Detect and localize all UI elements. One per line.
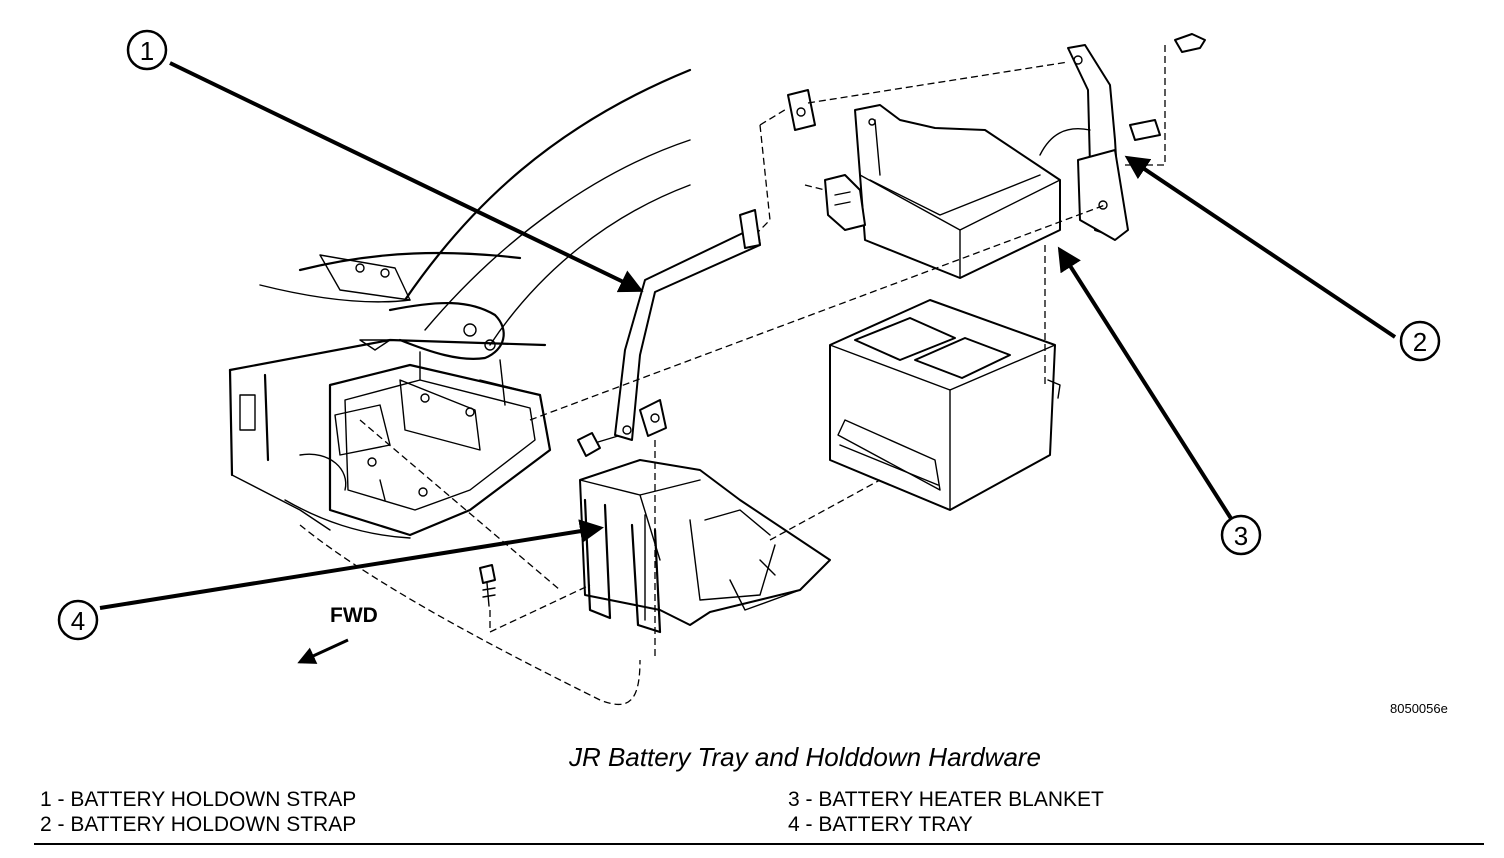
legend-item-2: 2 - BATTERY HOLDOWN STRAP [40, 813, 357, 836]
svg-text:2: 2 [1413, 327, 1427, 357]
leader-arrows [99, 61, 1397, 610]
holdown-strap-2-illustration [1039, 33, 1206, 241]
figure-code: 8050056e [1390, 701, 1448, 716]
callout-3: 3 [1220, 514, 1262, 556]
forward-label: FWD [330, 604, 378, 627]
leader-arrow-2 [1124, 155, 1397, 339]
svg-text:3: 3 [1234, 521, 1248, 551]
figure-caption: JR Battery Tray and Holddown Hardware [568, 742, 1042, 772]
heater-blanket-illustration [787, 89, 1061, 279]
bottom-rule [34, 843, 1484, 845]
leader-arrow-4 [99, 519, 604, 610]
legend-item-4: 4 - BATTERY TRAY [788, 813, 973, 836]
svg-text:4: 4 [71, 606, 85, 636]
fender-illustration [259, 68, 692, 360]
legend-item-3: 3 - BATTERY HEATER BLANKET [788, 788, 1104, 811]
holdown-strap-1-illustration [577, 209, 761, 457]
legend-item-1: 1 - BATTERY HOLDOWN STRAP [40, 788, 357, 811]
callout-1: 1 [126, 29, 168, 71]
forward-arrow-icon [297, 638, 349, 664]
battery-tray-illustration [479, 459, 831, 634]
callout-4: 4 [57, 599, 99, 641]
forward-indicator: FWD [297, 604, 378, 664]
svg-text:1: 1 [140, 36, 154, 66]
leader-arrow-3 [1057, 246, 1234, 522]
battery-illustration [829, 299, 1061, 511]
leader-arrow-1 [169, 61, 644, 293]
callout-2: 2 [1399, 320, 1441, 362]
assembly-dash-lines [299, 45, 1166, 705]
frame-rail-illustration [228, 338, 552, 539]
